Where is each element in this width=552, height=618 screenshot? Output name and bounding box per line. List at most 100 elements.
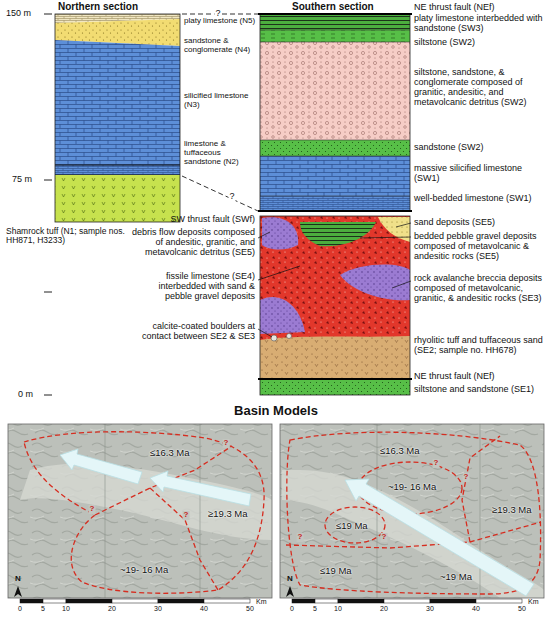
leader-line — [258, 223, 411, 337]
scale-number: 50 — [246, 605, 254, 613]
unit-label: Shamrock tuff (N1; sample nos. HH871, H3… — [6, 227, 126, 246]
axis-label: 75 m — [12, 175, 32, 185]
basin-map-right — [325, 507, 385, 543]
basin-map-left — [150, 471, 251, 506]
basin-map-left — [24, 432, 264, 594]
scale-number: 40 — [472, 605, 480, 613]
basin-map-right — [280, 424, 544, 598]
southern-column-lower — [300, 222, 376, 246]
age-label: ~19- 16 Ma — [388, 482, 436, 492]
northern-column — [55, 175, 180, 222]
northern-column — [55, 165, 180, 175]
southern-column-upper — [260, 42, 410, 140]
unit-label: limestone & tuffaceous sandstone (N2) — [184, 140, 258, 166]
basin-map-right — [286, 586, 294, 597]
section-heading: Northern section — [58, 1, 138, 12]
query-mark: ? — [433, 459, 440, 468]
unit-label: platy limestone interbedded with sandsto… — [414, 14, 550, 34]
query-mark: ? — [463, 473, 470, 482]
scale-number: 30 — [426, 605, 434, 613]
unit-label: fissile limestone (SE4) interbedded with… — [130, 272, 255, 302]
basin-map-left — [20, 464, 272, 540]
northern-column — [55, 14, 180, 222]
unit-label: sandstone & conglomerate (N4) — [184, 37, 258, 55]
query-mark: ? — [214, 9, 221, 19]
southern-column-lower — [287, 334, 292, 339]
unit-label: NE thrust fault (NEf) — [414, 3, 550, 13]
age-label: ≥19.3 Ma — [208, 509, 248, 519]
southern-column-lower — [378, 217, 410, 242]
basin-map-right — [282, 470, 544, 598]
scale-number: 20 — [380, 605, 388, 613]
southern-column-upper — [258, 14, 412, 211]
age-label: ≥19.3 Ma — [492, 505, 532, 515]
scale-bar — [204, 599, 250, 603]
scale-ticks — [44, 14, 52, 395]
age-label: ≤16.3 Ma — [150, 448, 190, 458]
unit-label: sandstone (SW2) — [414, 143, 550, 153]
northern-column — [55, 165, 180, 175]
unit-label: rhyolitic tuff and tuffaceous sand (SE2;… — [414, 336, 550, 356]
scale-bar — [43, 599, 66, 603]
axis-label: 150 m — [6, 9, 31, 19]
unit-label: massive silicified limestone (SW1) — [414, 164, 550, 184]
section-heading: Southern section — [292, 1, 374, 12]
southern-column-upper — [260, 30, 410, 42]
southern-column-upper — [260, 140, 410, 156]
southern-column-upper — [260, 14, 410, 211]
basin-map-right — [280, 424, 544, 598]
age-label: ~19- 16 Ma — [120, 565, 168, 575]
scale-bar — [66, 599, 112, 603]
leader-line — [258, 223, 411, 337]
unit-label: rock avalanche breccia deposits composed… — [414, 274, 550, 304]
unit-label: silicified limestone (N3) — [184, 92, 258, 110]
southern-column-lower — [260, 216, 410, 395]
north-label: N — [15, 575, 21, 584]
southern-column-upper — [260, 156, 410, 196]
figure-title: Basin Models — [234, 404, 318, 418]
age-label: ≤19 Ma — [336, 521, 368, 531]
unit-label: well-bedded limestone (SW1) — [414, 194, 550, 204]
query-mark: ? — [381, 533, 388, 542]
query-mark: ? — [223, 439, 230, 448]
scale-number: 30 — [154, 605, 162, 613]
scale-number: 5 — [313, 605, 317, 613]
basin-map-left — [8, 424, 272, 598]
southern-column-upper — [258, 14, 412, 211]
unit-label: debris flow deposits composed of andesit… — [130, 228, 255, 258]
scale-bar — [430, 599, 476, 603]
basin-map-right — [286, 436, 541, 548]
scale-number: 5 — [41, 605, 45, 613]
scale-number: 10 — [62, 605, 70, 613]
unit-label: SW thrust fault (SWf) — [150, 215, 255, 225]
scale-number: Km — [256, 598, 267, 606]
unit-label: calcite-coated boulders at contact betwe… — [130, 322, 255, 342]
basin-map-left — [8, 424, 272, 598]
southern-column-lower — [340, 265, 410, 301]
northern-column — [55, 14, 180, 222]
scale-bar — [112, 599, 158, 603]
scale-number: 10 — [334, 605, 342, 613]
southern-column-upper — [260, 14, 410, 30]
basin-map-right — [280, 424, 544, 598]
scale-number: 20 — [108, 605, 116, 613]
correlation-line — [182, 14, 258, 211]
scale-bar — [476, 599, 522, 603]
correlation-line — [182, 14, 258, 211]
scale-number: 50 — [518, 605, 526, 613]
unit-label: bedded pebble gravel deposits composed o… — [414, 232, 550, 262]
basin-map-left — [60, 449, 142, 484]
scale-bar — [384, 599, 430, 603]
age-label: ≤16.3 Ma — [380, 446, 420, 456]
basin-map-left — [8, 424, 272, 598]
southern-column-upper — [260, 196, 410, 211]
southern-column-lower — [271, 335, 277, 341]
basin-map-left — [14, 586, 22, 597]
scale-bar — [292, 599, 315, 603]
southern-column-lower — [260, 297, 305, 334]
southern-column-lower — [258, 216, 412, 395]
unit-label: sand deposits (SE5) — [414, 218, 550, 228]
query-mark: ? — [297, 533, 304, 542]
southern-column-lower — [260, 380, 410, 395]
